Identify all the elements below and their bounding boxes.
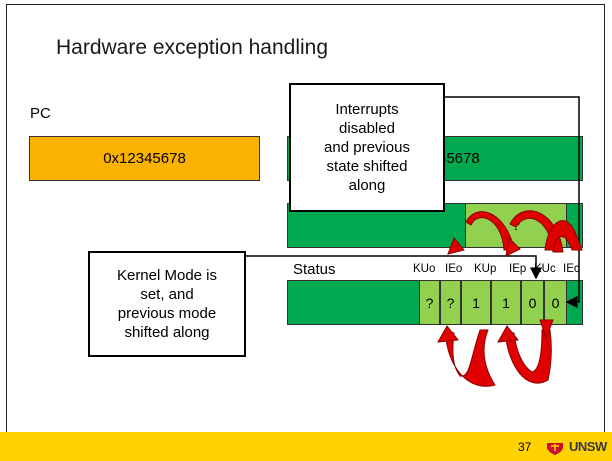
callout-line: Kernel Mode is bbox=[116, 267, 218, 284]
unsw-logo-text: UNSW bbox=[569, 439, 607, 454]
status-bit-kuc: 0 bbox=[521, 280, 544, 325]
callout-line: set, and bbox=[140, 286, 194, 303]
callout-line: and previous bbox=[324, 139, 410, 156]
callout-line: Interrupts bbox=[335, 101, 399, 118]
pc-value: 0x12345678 bbox=[103, 150, 186, 167]
status-bit-ieo: ? bbox=[440, 280, 461, 325]
status-bit-kup: 1 bbox=[461, 280, 491, 325]
status-bit-label: KUc bbox=[534, 263, 556, 275]
status-bit-iec: 0 bbox=[544, 280, 567, 325]
pc-register: 0x12345678 bbox=[29, 136, 260, 181]
status-bit-label: IEo bbox=[445, 263, 463, 275]
status-bit-label: IEc bbox=[563, 263, 580, 275]
callout-line: state shifted bbox=[326, 158, 408, 175]
slide-title: Hardware exception handling bbox=[56, 36, 329, 59]
callout-interrupts-disabled: Interrupts disabled and previous state s… bbox=[289, 83, 445, 212]
callout-line: along bbox=[348, 177, 386, 194]
status-bit-label: IEp bbox=[509, 263, 527, 275]
callout-line: disabled bbox=[339, 120, 395, 137]
pc-label: PC bbox=[30, 105, 51, 122]
epc-inner-field: ? bbox=[465, 203, 567, 248]
status-bit-kuo: ? bbox=[419, 280, 440, 325]
status-bit-label: KUo bbox=[413, 263, 436, 275]
callout-line: shifted along bbox=[124, 324, 210, 341]
unsw-crest-icon bbox=[547, 437, 563, 455]
callout-line: previous mode bbox=[117, 305, 217, 322]
status-bit-iep: 1 bbox=[491, 280, 521, 325]
status-label: Status bbox=[293, 261, 336, 278]
status-bit-label: KUp bbox=[474, 263, 497, 275]
epc-value: ? bbox=[511, 217, 521, 234]
slide-frame bbox=[6, 4, 605, 438]
page-number: 37 bbox=[518, 440, 532, 454]
footer-bar bbox=[0, 432, 612, 461]
callout-kernel-mode: Kernel Mode is set, and previous mode sh… bbox=[88, 251, 246, 357]
